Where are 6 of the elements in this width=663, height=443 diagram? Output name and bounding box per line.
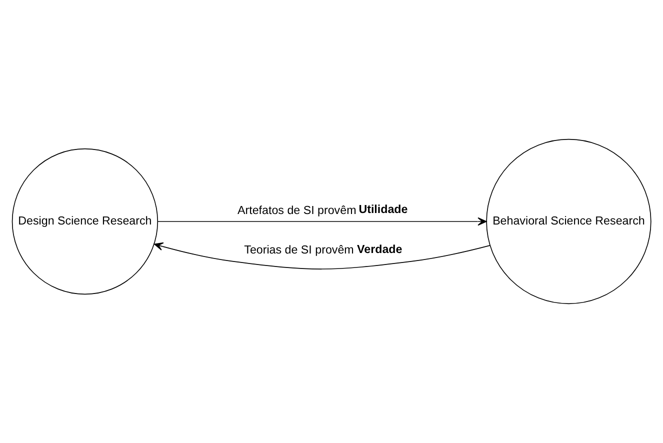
node-circle: Design Science Research [12,148,158,295]
edge-label: Teorias de SI provêm Verdade [244,242,402,257]
arrow [154,242,490,270]
arrow [158,217,487,226]
node-circle: Behavioral Science Research [486,138,652,304]
edge-label: Artefatos de SI provêm Utilidade [238,202,408,217]
